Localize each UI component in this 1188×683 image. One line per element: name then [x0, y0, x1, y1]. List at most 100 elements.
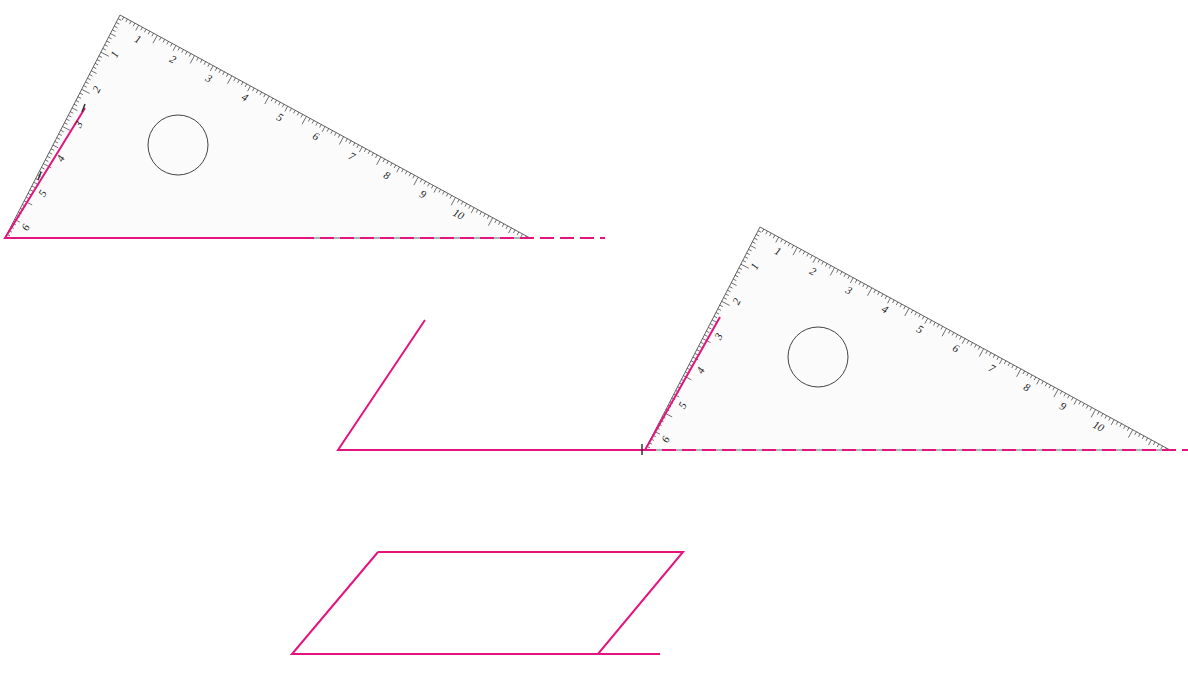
scale-tick	[848, 276, 850, 279]
scale-tick	[773, 235, 775, 238]
scale-tick	[1042, 381, 1044, 384]
scale-tick	[706, 331, 709, 333]
scale-tick	[409, 173, 411, 176]
scale-tick	[49, 153, 52, 155]
scale-tick	[353, 143, 355, 146]
scale-tick	[1074, 399, 1077, 404]
scale-tick	[942, 328, 946, 336]
scale-tick	[377, 157, 381, 165]
scale-tick	[1161, 446, 1163, 449]
scale-tick	[710, 324, 713, 326]
scale-tick	[813, 257, 816, 262]
scale-tick	[905, 308, 909, 316]
scale-tick	[450, 195, 452, 198]
scale-tick	[1128, 430, 1132, 438]
set-square-hole	[148, 115, 208, 175]
scale-tick	[922, 316, 924, 319]
scale-tick	[986, 351, 988, 354]
set-square	[645, 227, 1170, 450]
scale-tick	[76, 100, 79, 102]
scale-tick	[253, 88, 255, 91]
scale-tick	[855, 280, 857, 283]
mark	[38, 172, 41, 180]
scale-tick	[148, 31, 150, 34]
scale-tick	[521, 234, 523, 237]
scale-tick	[495, 220, 497, 223]
scale-tick	[726, 294, 729, 296]
scale-tick	[215, 68, 217, 71]
scale-tick	[1146, 438, 1148, 441]
scale-tick	[126, 19, 128, 22]
scale-tick	[695, 353, 698, 355]
scale-tick	[941, 326, 943, 329]
scale-tick	[68, 115, 71, 117]
scale-tick	[173, 45, 176, 50]
scale-tick	[372, 153, 374, 156]
scale-tick	[975, 345, 977, 348]
scale-tick	[72, 108, 77, 111]
scale-tick	[469, 206, 471, 209]
scale-tick	[859, 282, 861, 285]
scale-tick	[200, 60, 202, 63]
scale-tick	[885, 296, 887, 299]
scale-tick	[930, 320, 932, 323]
scale-tick	[1148, 440, 1151, 445]
scale-tick	[1017, 369, 1021, 377]
scale-tick	[720, 305, 723, 307]
scale-tick	[357, 145, 359, 148]
scale-tick	[868, 288, 872, 296]
scale-tick	[238, 80, 240, 83]
scale-tick	[850, 278, 853, 283]
scale-tick	[989, 353, 991, 356]
scale-tick	[752, 242, 755, 244]
scale-tick	[338, 135, 340, 138]
scale-tick	[114, 26, 117, 28]
scale-tick	[178, 47, 180, 50]
scale-tick	[234, 78, 236, 81]
scale-tick	[484, 214, 486, 217]
scale-tick	[118, 19, 121, 21]
scale-tick	[105, 45, 108, 47]
scale-tick	[506, 226, 508, 229]
scale-tick	[327, 129, 329, 132]
scale-tick	[264, 94, 266, 97]
scale-tick	[729, 286, 732, 288]
scale-tick	[999, 359, 1002, 364]
scale-tick	[758, 231, 761, 233]
scale-tick	[1124, 426, 1126, 429]
scale-tick	[153, 35, 157, 43]
scale-tick	[807, 253, 809, 256]
scale-tick	[803, 251, 805, 254]
scale-tick	[488, 218, 492, 226]
scale-tick	[750, 246, 755, 249]
scale-tick	[471, 208, 474, 213]
scale-tick	[346, 139, 348, 142]
scale-tick	[925, 318, 928, 323]
scale-tick	[792, 245, 794, 248]
scale-tick	[182, 49, 184, 52]
scale-tick	[110, 34, 115, 37]
scale-tick	[1139, 434, 1141, 437]
scale-tick	[499, 222, 501, 225]
scale-tick	[228, 76, 232, 84]
scale-tick	[1016, 367, 1018, 370]
scale-tick	[434, 187, 437, 192]
scale-tick	[364, 149, 366, 152]
scale-tick	[793, 247, 797, 255]
scale-tick	[159, 37, 161, 40]
scale-tick	[55, 141, 58, 143]
scale-tick	[70, 112, 73, 114]
scale-tick	[962, 339, 965, 344]
scale-tick	[256, 90, 258, 93]
scale-tick	[66, 119, 69, 121]
scale-tick	[78, 97, 81, 99]
scale-tick	[840, 272, 842, 275]
scale-tick	[91, 71, 96, 74]
scale-tick	[331, 131, 333, 134]
scale-tick	[51, 149, 54, 151]
scale-tick	[241, 82, 243, 85]
scale-tick	[896, 302, 898, 305]
scale-tick	[223, 72, 225, 75]
scale-tick	[97, 60, 100, 62]
